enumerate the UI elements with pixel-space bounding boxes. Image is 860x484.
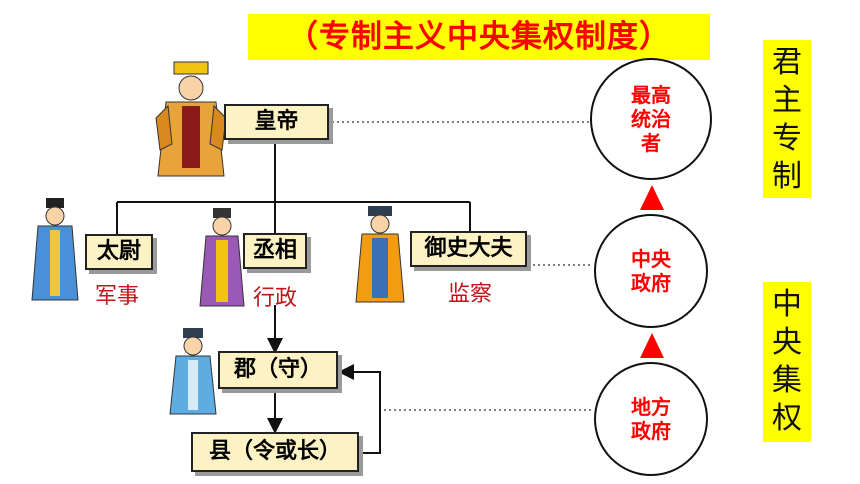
chengxiang-box: 丞相	[243, 233, 307, 269]
local-to-central-triangle	[640, 333, 664, 358]
xian-to-jun-bracket	[338, 364, 381, 454]
chengxiang-figure-image	[199, 208, 245, 307]
emperor-figure-image	[155, 61, 227, 177]
local-government-label: 地方 政府	[631, 395, 671, 443]
yushi-label: 御史大夫	[424, 236, 513, 261]
supreme-ruler-label: 最高 统治 者	[631, 83, 671, 155]
supreme-ruler-circle: 最高 统治 者	[590, 58, 712, 180]
jun-label: 郡（守）	[233, 357, 322, 382]
taiwei-label: 太尉	[96, 239, 141, 264]
xian-box: 县（令或长）	[191, 432, 359, 472]
chengxiang-duty: 行政	[252, 286, 297, 311]
taiwei-duty: 军事	[94, 284, 139, 309]
monarchy-side-label: 君 主 专 制	[763, 40, 811, 198]
chengxiang-label: 丞相	[252, 238, 297, 263]
emperor-label: 皇帝	[254, 109, 299, 134]
yushi-duty: 监察	[447, 282, 492, 307]
central-government-circle: 中央 政府	[594, 214, 708, 328]
centralization-side-label: 中 央 集 权	[763, 282, 811, 442]
emperor-box: 皇帝	[224, 104, 329, 140]
local-government-circle: 地方 政府	[594, 362, 708, 476]
central-government-label: 中央 政府	[631, 247, 671, 295]
jun-box: 郡（守）	[218, 351, 338, 389]
page-title: （专制主义中央集权制度）	[248, 14, 710, 60]
taiwei-box: 太尉	[85, 234, 153, 270]
jun-official-figure-image	[169, 328, 217, 415]
yushi-figure-image	[355, 206, 405, 303]
yushi-box: 御史大夫	[410, 231, 527, 267]
central-to-supreme-triangle	[640, 185, 664, 210]
taiwei-figure-image	[31, 198, 79, 301]
xian-label: 县（令或长）	[208, 439, 341, 464]
